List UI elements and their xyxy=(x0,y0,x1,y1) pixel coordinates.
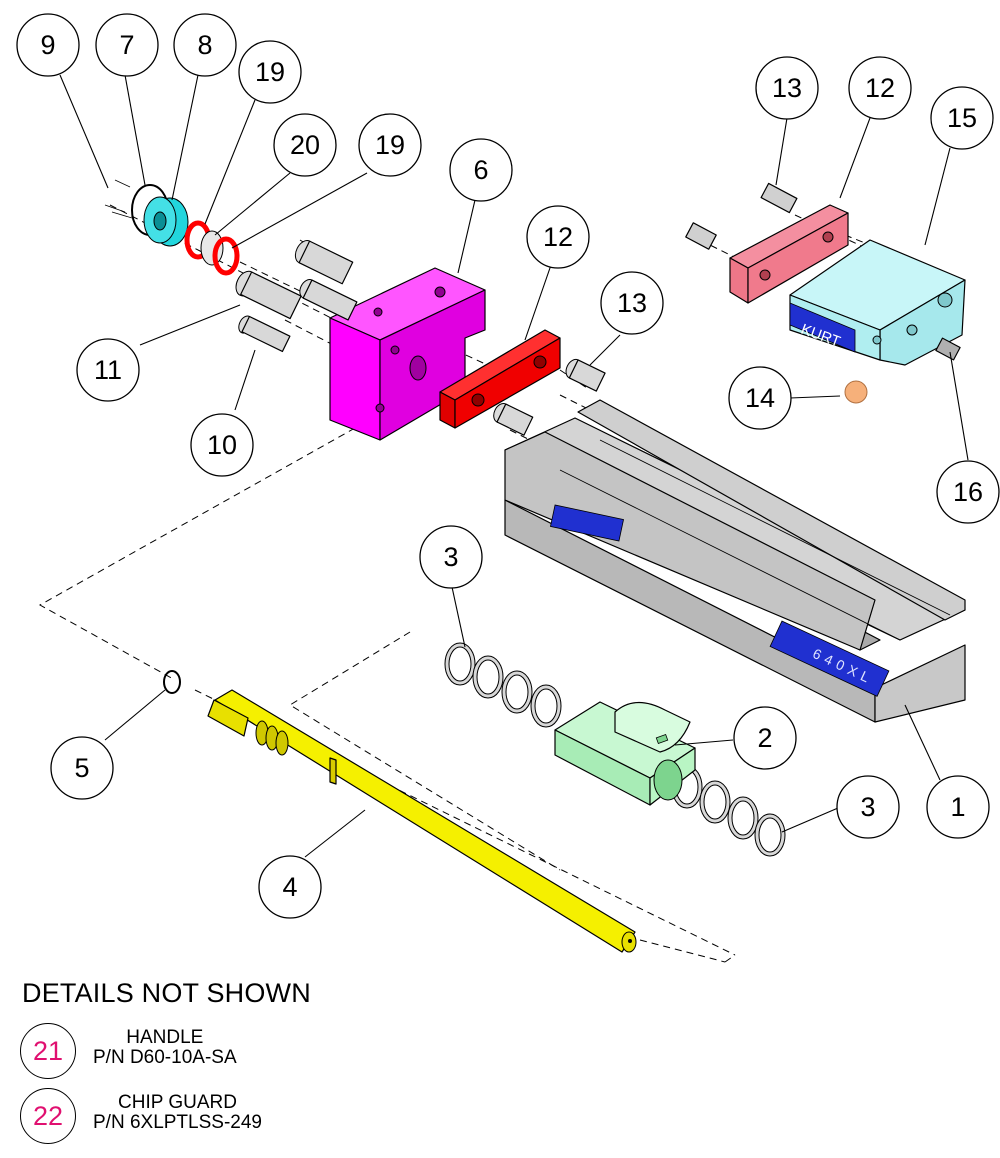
body-rail-front xyxy=(504,431,876,651)
vise-nut xyxy=(554,701,696,806)
balloon-5: 5 xyxy=(50,736,114,800)
svg-text:2: 2 xyxy=(757,723,772,753)
svg-text:3: 3 xyxy=(443,542,458,572)
svg-text:11: 11 xyxy=(94,355,122,385)
leader-lines xyxy=(59,74,969,858)
locating-pin xyxy=(844,380,868,404)
balloon-1: 1 xyxy=(926,775,990,839)
seal-ring-2 xyxy=(212,236,240,276)
svg-text:6: 6 xyxy=(473,155,488,185)
svg-text:15: 15 xyxy=(947,103,977,133)
body-rail-rear xyxy=(577,399,966,621)
kurt-nameplate xyxy=(789,302,856,353)
balloon-10: 10 xyxy=(190,413,254,477)
spacer-washer xyxy=(200,230,224,266)
jaw-plate-front xyxy=(439,329,561,429)
svg-text:3: 3 xyxy=(860,792,875,822)
washers xyxy=(444,642,786,857)
balloon-3-upper: 3 xyxy=(419,525,483,589)
balloon-11: 11 xyxy=(76,338,140,402)
balloon-19-upper: 19 xyxy=(238,40,302,104)
svg-text:14: 14 xyxy=(745,383,775,413)
balloon-12-rear: 12 xyxy=(848,56,912,120)
detail-part-number-handle: P/N D60-10A-SA xyxy=(93,1047,237,1068)
svg-text:20: 20 xyxy=(290,130,320,160)
exploded-assembly-diagram: 640XL KURT xyxy=(16,13,1000,963)
body-end-face xyxy=(874,644,966,723)
svg-text:13: 13 xyxy=(772,73,802,103)
balloon-4: 4 xyxy=(258,855,322,919)
balloon-15: 15 xyxy=(930,86,994,150)
svg-text:4: 4 xyxy=(282,872,297,902)
balloon-9: 9 xyxy=(16,13,80,77)
balloon-6: 6 xyxy=(449,138,513,202)
svg-text:10: 10 xyxy=(207,430,237,460)
balloon-14: 14 xyxy=(728,366,792,430)
socket-head-screws xyxy=(235,240,606,436)
detail-item-handle: HANDLE P/N D60-10A-SA xyxy=(93,1028,237,1068)
movable-jaw xyxy=(329,267,486,441)
balloon-13-rear: 13 xyxy=(755,56,819,120)
svg-text:19: 19 xyxy=(375,130,405,160)
svg-text:16: 16 xyxy=(953,477,983,507)
body-nameplate-left xyxy=(550,504,624,542)
detail-item-chip-guard: CHIP GUARD P/N 6XLPTLSS-249 xyxy=(93,1093,262,1133)
balloon-13-front: 13 xyxy=(600,271,664,335)
jaw-plate-rear xyxy=(729,204,849,304)
balloon-20: 20 xyxy=(273,113,337,177)
detail-name-handle: HANDLE xyxy=(126,1027,204,1048)
detail-number-22: 22 xyxy=(20,1088,76,1144)
svg-text:19: 19 xyxy=(255,57,285,87)
detail-number-21: 21 xyxy=(20,1023,76,1079)
svg-text:12: 12 xyxy=(865,73,895,103)
svg-text:7: 7 xyxy=(119,30,134,60)
svg-text:9: 9 xyxy=(40,30,55,60)
balloon-19-lower: 19 xyxy=(358,113,422,177)
svg-text:13: 13 xyxy=(617,288,647,318)
balloon-2: 2 xyxy=(733,706,797,770)
detail-part-number-chip-guard: P/N 6XLPTLSS-249 xyxy=(93,1112,262,1133)
rear-plate-screws xyxy=(685,182,961,361)
svg-text:1: 1 xyxy=(950,792,965,822)
svg-text:5: 5 xyxy=(74,753,89,783)
vise-body: 640XL xyxy=(504,399,966,723)
svg-text:12: 12 xyxy=(543,222,573,252)
svg-text:8: 8 xyxy=(197,30,212,60)
details-not-shown-title: DETAILS NOT SHOWN xyxy=(22,978,311,1008)
balloon-12-front: 12 xyxy=(526,205,590,269)
vise-screw xyxy=(207,689,637,953)
o-ring xyxy=(163,670,181,694)
detail-name-chip-guard: CHIP GUARD xyxy=(118,1092,237,1113)
balloon-3-lower: 3 xyxy=(836,775,900,839)
balloon-7: 7 xyxy=(95,13,159,77)
body-nameplate-right xyxy=(769,620,890,697)
bearing-group xyxy=(104,179,240,276)
balloon-8: 8 xyxy=(173,13,237,77)
balloon-16: 16 xyxy=(936,460,1000,524)
